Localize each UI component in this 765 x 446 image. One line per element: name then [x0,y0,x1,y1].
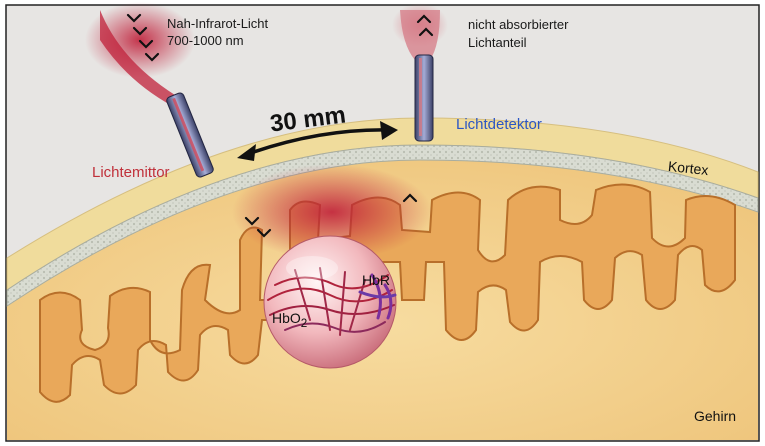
outgoing-light-glow [392,3,448,47]
non-absorbed-label-line2: Lichtanteil [468,34,568,52]
nir-light-label-line2: 700-1000 nm [167,32,268,49]
light-detector-probe [415,55,433,141]
hbr-label: HbR [362,272,390,288]
nir-light-label: Nah-Infrarot-Licht 700-1000 nm [167,15,268,49]
brain-label: Gehirn [694,408,736,424]
nir-light-label-line1: Nah-Infrarot-Licht [167,15,268,32]
blood-vessel-sphere [264,236,396,368]
hbo2-main-text: HbO [272,310,301,326]
detector-label: Lichtdetektor [456,116,542,133]
non-absorbed-light-label: nicht absorbierter Lichtanteil [468,16,568,52]
hbo2-label: HbO2 [272,310,307,330]
non-absorbed-label-line1: nicht absorbierter [468,16,568,34]
emitter-label: Lichtemittor [92,164,170,181]
hbo2-subscript: 2 [301,317,307,330]
